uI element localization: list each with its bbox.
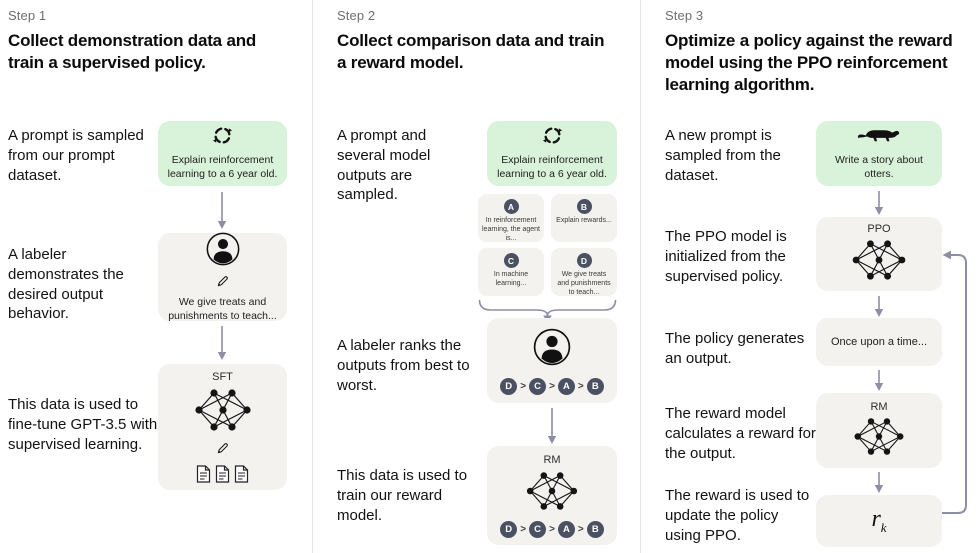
rm-box-step2: RM D > C > A > B [487,446,617,545]
ranking-badge: A [557,520,575,538]
otter-icon [857,126,901,150]
ranking-badge: D [500,377,518,395]
reward-symbol: rk [871,506,887,535]
network-icon [852,417,906,461]
gt-separator: > [577,380,584,392]
sft-box: SFT [158,364,287,490]
output-a-text: In reinforcement learning, the agent is.… [482,217,540,243]
ppo-box: PPO [816,217,942,291]
pencil-icon [216,275,229,293]
rm-label-step2: RM [543,453,561,466]
prompt-box-step1-text: Explain reinforcement learning to a 6 ye… [167,154,278,180]
sft-label: SFT [212,371,233,383]
labeler-icon [205,231,241,272]
step1-caption-data: This data is used to fine-tune GPT-3.5 w… [8,396,158,453]
badge-c: C [503,253,519,268]
step3-label: Step 3 [665,8,704,23]
step2-caption-train: This data is used to train our reward mo… [337,467,468,524]
step2-label: Step 2 [337,8,376,23]
rm-label-step3: RM [870,400,888,413]
output-box-d: D We give treats and punishments to teac… [551,248,617,296]
down-arrow [873,191,885,220]
output-box-c: C In machine learning... [478,248,544,296]
step3-title: Optimize a policy against the reward mod… [665,31,953,95]
down-arrow [216,326,228,365]
gt-separator: > [549,380,555,392]
cycle-icon [542,125,563,151]
prompt-box-step2: Explain reinforcement learning to a 6 ye… [487,121,617,186]
output-c-text: In machine learning... [493,271,529,288]
labeler-icon [532,327,572,372]
output-box-a: A In reinforcement learning, the agent i… [478,194,544,242]
step1-title: Collect demonstration data and train a s… [8,31,257,73]
step3-caption-reward: The reward model calculates a reward for… [665,405,816,462]
output-box-b: B Explain rewards... [551,194,617,242]
step2-caption-rank: A labeler ranks the outputs from best to… [337,337,470,394]
ppo-label: PPO [867,222,891,235]
step3-caption-init: The PPO model is initialized from the su… [665,228,787,285]
prompt-box-step3-text: Write a story about otters. [835,153,923,180]
network-icon [193,388,253,437]
step1-label: Step 1 [8,8,47,23]
ranking-badge: C [529,520,547,538]
step2-caption-prompt: A prompt and several model outputs are s… [337,127,431,204]
feedback-loop-arrow [938,243,977,524]
labeler-box-step1-text: We give treats and punishments to teach.… [168,295,277,322]
labeler-box-step1: We give treats and punishments to teach.… [158,231,287,322]
documents-icon [196,465,249,483]
ranking-badge: B [586,377,604,395]
generated-output-text: Once upon a time... [831,335,927,348]
down-arrow [216,192,228,234]
ranking-badge: D [500,520,518,538]
gt-separator: > [520,380,527,392]
prompt-box-step1: Explain reinforcement learning to a 6 ye… [158,121,287,186]
badge-d: D [576,253,592,268]
down-arrow [873,370,885,396]
step3-caption-update: The reward is used to update the policy … [665,487,810,544]
down-arrow [546,408,558,449]
badge-b: B [576,199,592,214]
prompt-box-step2-text: Explain reinforcement learning to a 6 ye… [497,154,607,180]
cycle-icon [212,125,233,151]
step2-title: Collect comparison data and train a rewa… [337,31,605,73]
gt-separator: > [549,523,555,535]
reward-box: rk [816,495,942,547]
rm-box-step3: RM [816,393,942,468]
badge-a: A [503,199,519,214]
generated-output-box: Once upon a time... [816,318,942,366]
down-arrow [873,296,885,322]
prompt-box-step3: Write a story about otters. [816,121,942,186]
output-b-text: Explain rewards... [556,217,612,224]
ranking-badge: B [586,520,604,538]
network-icon [524,471,580,516]
ranking-badge: A [557,377,575,395]
step1-caption-prompt: A prompt is sampled from our prompt data… [8,127,144,184]
gt-separator: > [577,523,584,535]
ranking-badge: C [529,377,547,395]
step3-caption-prompt: A new prompt is sampled from the dataset… [665,127,781,184]
output-d-text: We give treats and punishments to teach.… [557,271,611,297]
column-divider [312,0,313,553]
labeler-rank-box: D > C > A > B [487,318,617,403]
pencil-icon [216,442,229,460]
column-divider [640,0,641,553]
ranking-row: D > C > A > B [500,520,604,538]
down-arrow [873,472,885,498]
ranking-row: D > C > A > B [500,377,604,395]
gt-separator: > [520,523,527,535]
network-icon [850,239,908,286]
step1-caption-labeler: A labeler demonstrates the desired outpu… [8,246,124,323]
step3-caption-output: The policy generates an output. [665,330,805,367]
